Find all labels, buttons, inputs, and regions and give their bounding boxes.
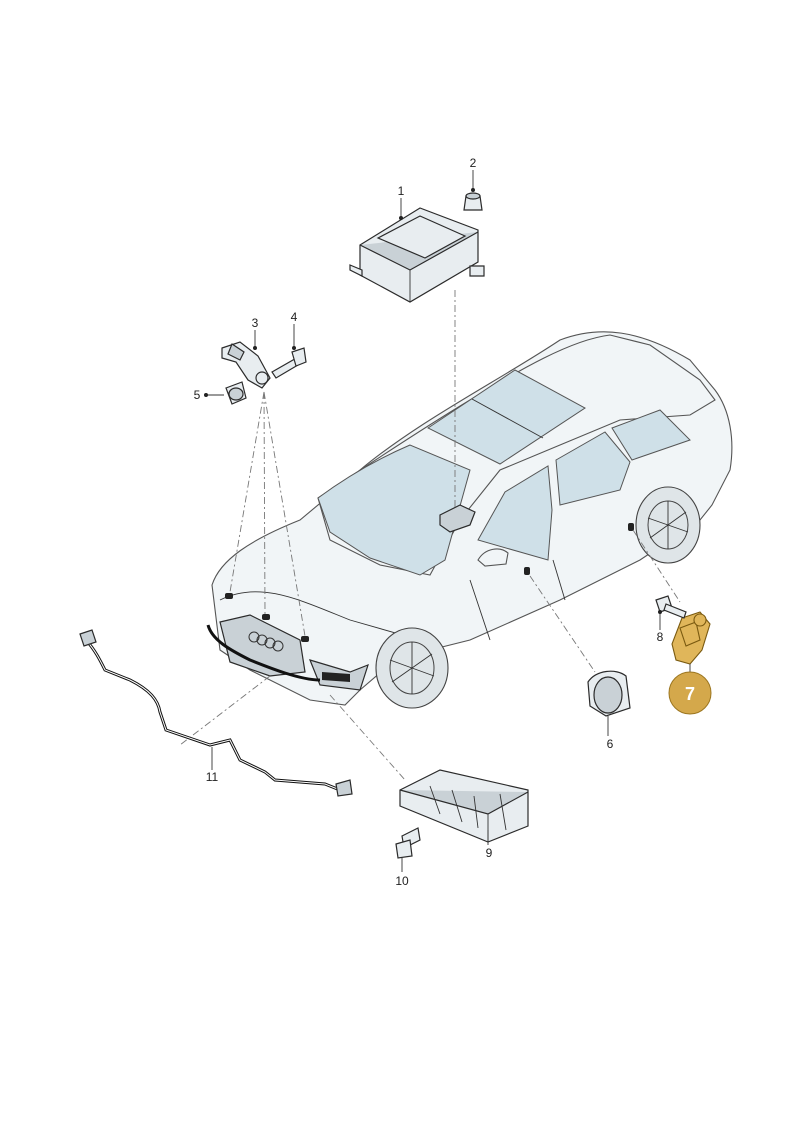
callout-11: 11: [206, 770, 219, 784]
part-5-bolt: [204, 381, 247, 405]
callout-10: 10: [395, 874, 409, 888]
car-illustration: [206, 331, 733, 709]
relation-lines: [179, 290, 681, 781]
part-9-bracket: [399, 769, 529, 845]
callout-6: 6: [607, 737, 614, 751]
grille-rings: [248, 631, 284, 652]
part-8-bolt: [655, 595, 687, 630]
callout-9: 9: [486, 846, 493, 860]
callout-7-badge[interactable]: 7: [668, 671, 712, 715]
callout-3: 3: [252, 316, 259, 330]
callout-8: 8: [657, 630, 664, 644]
callout-labels: 1 2 3 4 5 6 8 9 10 11: [194, 156, 664, 888]
callout-7: 7: [685, 684, 695, 704]
part-2-nut: [463, 170, 483, 211]
part-7-pressure-sensor: [671, 611, 711, 678]
part-11-wiring-harness: [79, 629, 353, 797]
callout-4: 4: [291, 310, 298, 324]
callout-2: 2: [470, 156, 477, 170]
part-3-crash-sensor: [221, 330, 271, 389]
part-6-side-sensor: [587, 670, 631, 736]
callout-1: 1: [398, 184, 405, 198]
part-1-control-unit: [349, 198, 485, 303]
part-4-bolt: [271, 324, 307, 379]
part-10-bolt: [395, 827, 421, 872]
callout-5: 5: [194, 388, 201, 402]
